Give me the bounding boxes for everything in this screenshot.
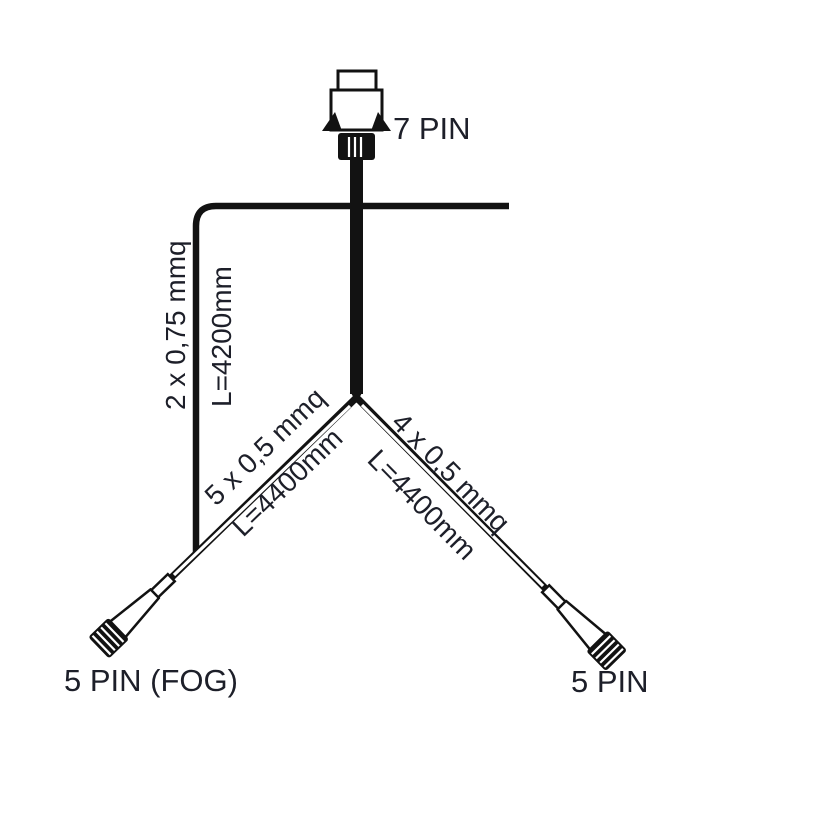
right-branch-core [360, 403, 545, 588]
fog-connector-rib [95, 630, 116, 652]
fog-connector-cap [89, 618, 128, 658]
left-connector-label: 5 PIN (FOG) [64, 663, 238, 698]
fog-connector-rib [100, 626, 120, 647]
left-branch-core [172, 404, 352, 577]
fog-connector-rib [91, 634, 112, 656]
five-pin-connector [540, 583, 626, 671]
main-cable [350, 158, 363, 394]
aux-cable [192, 202, 509, 555]
five-pin-connector-rib [595, 639, 616, 660]
five-pin-fog-connector [89, 572, 177, 658]
fog-connector-rib [104, 622, 125, 643]
right-connector-label: 5 PIN [571, 664, 649, 699]
plug-left-wing [322, 112, 342, 131]
seven-pin-plug [322, 69, 391, 160]
aux-cable-spec-label: 2 x 0,75 mmq [160, 240, 191, 410]
left-branch-cable [169, 395, 359, 580]
five-pin-connector-cap [587, 631, 626, 671]
five-pin-connector-rib [599, 643, 620, 664]
top-connector-label: 7 PIN [393, 111, 471, 146]
plug-grip-collar [338, 133, 375, 160]
plug-body [329, 88, 384, 132]
cable-junction [350, 391, 363, 403]
five-pin-connector-rib [591, 635, 612, 655]
right-branch-cable [354, 395, 548, 591]
aux-cable-length-label: L=4200mm [206, 266, 237, 407]
five-pin-connector-rib [603, 648, 624, 668]
plug-right-wing [371, 112, 391, 131]
